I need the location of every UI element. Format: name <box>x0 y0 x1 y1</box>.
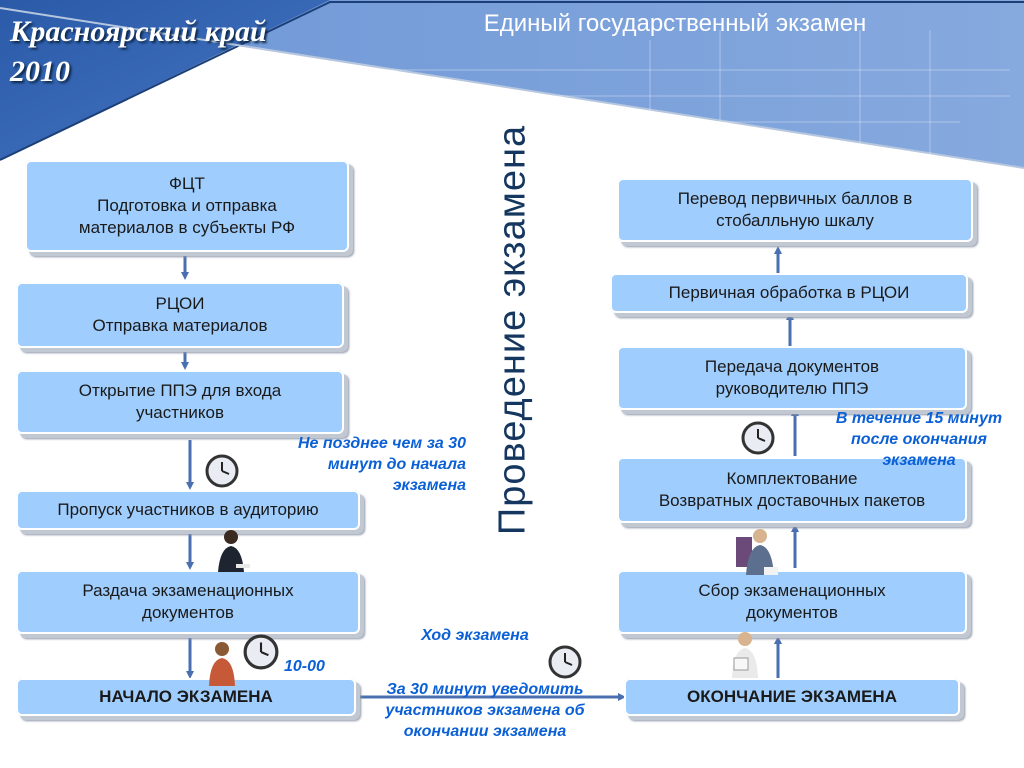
step-convert-scores: Перевод первичных баллов в стобалльную ш… <box>617 178 973 242</box>
note-after-end-line-3: экзамена <box>882 452 956 469</box>
step-open-ppe-line-2: участников <box>135 403 225 422</box>
step-hand-out-docs: Раздача экзаменационных документов <box>16 570 360 634</box>
step-collect-docs-line-2: документов <box>746 603 838 622</box>
note-before-start-line-1: Не позднее чем за 30 <box>297 435 466 452</box>
note-notify: За 30 минут уведомить участников экзамен… <box>354 679 616 742</box>
person-icon <box>209 642 235 686</box>
step-exam-start-label: НАЧАЛО ЭКЗАМЕНА <box>99 687 273 706</box>
region-year: 2010 <box>10 55 70 88</box>
note-after-end-line-1: В течение 15 минут <box>835 410 1003 427</box>
person-icon <box>736 529 778 575</box>
step-admit-participants-line-1: Пропуск участников в аудиторию <box>57 500 319 519</box>
note-notify-line-2: участников экзамена об <box>385 702 585 719</box>
step-hand-out-docs-line-2: документов <box>142 603 234 622</box>
clock-icon <box>205 454 239 488</box>
region-title: Красноярский край 2010 <box>10 12 267 92</box>
note-before-start: Не позднее чем за 30 минут до начала экз… <box>244 433 466 496</box>
page-title: Единый государственный экзамен <box>483 10 867 37</box>
step-pack-envelopes-line-2: Возвратных доставочных пакетов <box>658 491 926 510</box>
step-fct-line-1: ФЦТ <box>169 174 205 193</box>
step-pack-envelopes: Комплектование Возвратных доставочных па… <box>617 457 967 523</box>
step-hand-out-docs-line-1: Раздача экзаменационных <box>82 581 294 600</box>
person-icon <box>218 530 250 572</box>
step-collect-docs: Сбор экзаменационных документов <box>617 570 967 634</box>
step-rcoi-send: РЦОИ Отправка материалов <box>16 282 344 348</box>
clock-icon <box>741 421 775 455</box>
step-fct: ФЦТ Подготовка и отправка материалов в с… <box>25 160 349 252</box>
step-open-ppe-line-1: Открытие ППЭ для входа <box>78 381 282 400</box>
note-after-end-line-2: после окончания <box>851 431 987 448</box>
person-icon <box>732 632 758 678</box>
step-pack-envelopes-line-1: Комплектование <box>726 469 858 488</box>
clock-icon <box>548 645 582 679</box>
step-collect-docs-line-1: Сбор экзаменационных <box>698 581 886 600</box>
step-exam-end: ОКОНЧАНИЕ ЭКЗАМЕНА <box>624 678 960 716</box>
step-fct-line-3: материалов в субъекты РФ <box>78 218 296 237</box>
step-primary-processing-line-1: Первичная обработка в РЦОИ <box>668 283 910 302</box>
step-rcoi-send-line-2: Отправка материалов <box>92 316 268 335</box>
step-exam-end-label: ОКОНЧАНИЕ ЭКЗАМЕНА <box>687 687 897 706</box>
step-rcoi-send-line-1: РЦОИ <box>155 294 205 313</box>
note-notify-line-1: За 30 минут уведомить <box>386 681 584 698</box>
note-exam-progress: Ход экзамена <box>421 627 529 644</box>
step-transfer-docs: Передача документов руководителю ППЭ <box>617 346 967 410</box>
step-admit-participants: Пропуск участников в аудиторию <box>16 490 360 530</box>
step-primary-processing: Первичная обработка в РЦОИ <box>610 273 968 313</box>
note-after-end: В течение 15 минут после окончания экзам… <box>814 408 1024 471</box>
step-fct-line-2: Подготовка и отправка <box>97 196 277 215</box>
note-notify-line-3: окончании экзамена <box>403 723 567 740</box>
clock-icon <box>243 634 279 670</box>
step-open-ppe: Открытие ППЭ для входа участников <box>16 370 344 434</box>
note-start-time: 10-00 <box>284 658 325 675</box>
step-convert-scores-line-2: стобалльную шкалу <box>716 211 874 230</box>
step-transfer-docs-line-2: руководителю ППЭ <box>715 379 869 398</box>
note-before-start-line-2: минут до начала <box>327 456 466 473</box>
note-before-start-line-3: экзамена <box>392 477 466 494</box>
step-transfer-docs-line-1: Передача документов <box>704 357 880 376</box>
step-exam-start: НАЧАЛО ЭКЗАМЕНА <box>16 678 356 716</box>
step-convert-scores-line-1: Перевод первичных баллов в <box>677 189 913 208</box>
region-name: Красноярский край <box>10 15 267 48</box>
